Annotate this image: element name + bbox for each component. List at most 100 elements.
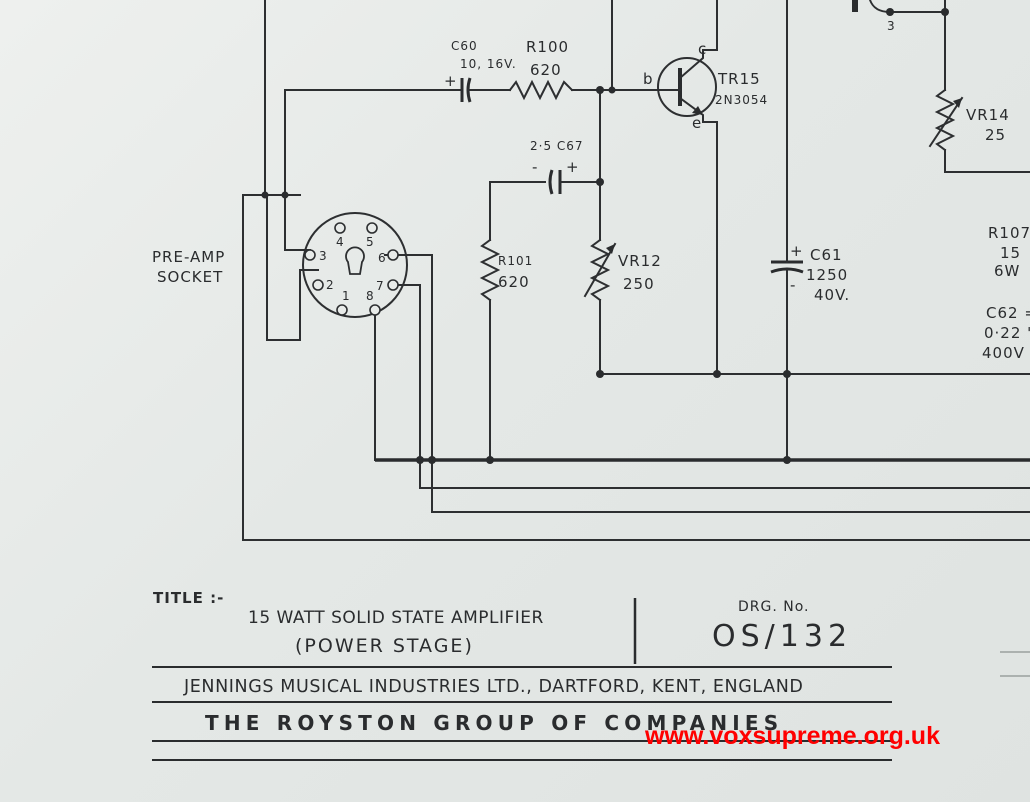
vr14-ref: VR14 — [966, 106, 1010, 124]
socket-pin-label: 7 — [376, 279, 385, 293]
vr14-value: 25 — [985, 126, 1006, 144]
r100-ref: R100 — [526, 38, 569, 56]
junction-dot — [941, 8, 949, 16]
vr12-arrow-line — [583, 242, 617, 298]
junction-dot — [416, 456, 424, 464]
watermark-url: www.voxsupreme.org.uk — [644, 722, 940, 750]
r107-ref: R107 — [988, 224, 1030, 242]
drg-label: DRG. No. — [738, 599, 810, 615]
junction-dot — [783, 456, 791, 464]
title-label: TITLE :- — [153, 589, 224, 607]
tr15-base-label: b — [643, 70, 654, 88]
socket-pin-label: 2 — [326, 278, 335, 292]
resistor-r101: R101 620 — [479, 238, 533, 302]
c67-plate-curved — [548, 169, 554, 195]
wire-pin7 — [397, 284, 421, 461]
drg-number: OS/132 — [712, 619, 852, 654]
socket-pin-4 — [334, 222, 346, 234]
preamp-socket: 1 2 3 4 5 6 7 8 PRE-AMP SOCKET — [152, 212, 408, 318]
junction-dot — [783, 370, 791, 378]
vr12-arrow-head — [606, 244, 615, 254]
tr15-ref: TR15 — [717, 70, 761, 88]
wire-pin6 — [384, 254, 1030, 513]
capacitor-c67: 2·5 C67 - + — [530, 139, 583, 195]
wire-input — [284, 89, 451, 196]
r100-value: 620 — [530, 61, 562, 79]
wire-outer-loop — [242, 194, 1030, 541]
socket-label: PRE-AMP — [152, 248, 225, 266]
c61-value: 1250 — [806, 266, 848, 284]
wire-top-right — [868, 0, 946, 13]
r107-value: 15 — [1000, 244, 1021, 262]
c61-ref: C61 — [810, 246, 843, 264]
vr14-arrow-head — [953, 98, 962, 108]
socket-pin-label: 4 — [336, 235, 345, 249]
wire-collector — [702, 0, 718, 51]
r107-c62-labels: R107 15 6W C62 = 0·22 " 400V — [982, 224, 1030, 362]
junction-dot — [713, 370, 721, 378]
socket-pin-6 — [387, 249, 399, 261]
wire-c67-r101 — [489, 181, 546, 241]
title-line-2: (POWER STAGE) — [295, 635, 474, 657]
socket-key — [345, 246, 365, 275]
socket-pin-1 — [336, 304, 348, 316]
tr15-emitter-arrow — [692, 106, 703, 115]
junction-dot — [596, 178, 604, 186]
wire-pin7-ext — [419, 459, 1030, 489]
c67-minus: - — [532, 158, 538, 176]
wire-vr14-bottom — [944, 149, 1030, 173]
potentiometer-vr14: VR14 25 — [928, 88, 1010, 152]
tr15-collector-label: c — [698, 40, 707, 58]
vr12-zigzag — [589, 238, 611, 302]
socket-pin-label: 5 — [366, 235, 375, 249]
socket-pin-2 — [312, 279, 324, 291]
socket-pin-label: 3 — [319, 249, 328, 263]
wire-pin3 — [284, 194, 311, 251]
c60-plus: + — [444, 72, 458, 90]
wire-emitter — [702, 121, 718, 375]
tr15-outline — [657, 57, 717, 117]
wire-vr12-bottom — [599, 299, 1030, 375]
c62-ref: C62 = — [986, 304, 1030, 322]
c60-ref: C60 — [451, 39, 478, 53]
wire-inner-loop — [266, 194, 319, 341]
r107-power: 6W — [994, 262, 1020, 280]
c67-plus: + — [566, 158, 580, 176]
resistor-r100: R100 620 — [508, 38, 574, 101]
r101-ref: R101 — [498, 254, 533, 268]
junction-dots — [261, 8, 949, 464]
socket-pin-label: 6 — [378, 251, 387, 265]
vr14-arrow-line — [928, 96, 964, 148]
junction-dot — [608, 86, 616, 94]
socket-label: SOCKET — [157, 268, 223, 286]
r101-value: 620 — [498, 273, 530, 291]
r100-zigzag — [508, 79, 574, 101]
junction-dot — [886, 8, 894, 16]
socket-pin-3 — [304, 249, 316, 261]
socket-pin-label: 8 — [366, 289, 375, 303]
socket-pin-8 — [369, 304, 381, 316]
junction-dot — [281, 191, 289, 199]
company-line: JENNINGS MUSICAL INDUSTRIES LTD., DARTFO… — [183, 677, 804, 697]
potentiometer-vr12: VR12 250 — [583, 238, 662, 302]
capacitor-c60: C60 10, 16V. + — [444, 39, 517, 103]
node-3: 3 — [852, 0, 896, 33]
socket-outline — [302, 212, 408, 318]
c61-minus: - — [790, 276, 796, 294]
tr15-type: 2N3054 — [715, 93, 768, 107]
capacitor-c61: + - C61 1250 40V. — [770, 242, 849, 304]
junction-dot — [261, 191, 269, 199]
vr14-zigzag — [934, 88, 956, 152]
vr12-ref: VR12 — [618, 252, 662, 270]
transistor-tr15: b c e TR15 2N3054 — [643, 40, 768, 132]
node-3-label: 3 — [887, 19, 896, 33]
c60-value: 10, 16V. — [460, 57, 517, 71]
group-line: THE ROYSTON GROUP OF COMPANIES — [205, 711, 783, 735]
c61-plus: + — [790, 242, 804, 260]
r101-zigzag — [479, 238, 501, 302]
title-block: TITLE :- 15 WATT SOLID STATE AMPLIFIER (… — [152, 589, 1030, 761]
vr12-value: 250 — [623, 275, 655, 293]
tr15-collector-lead — [678, 49, 704, 80]
junction-dot — [428, 456, 436, 464]
